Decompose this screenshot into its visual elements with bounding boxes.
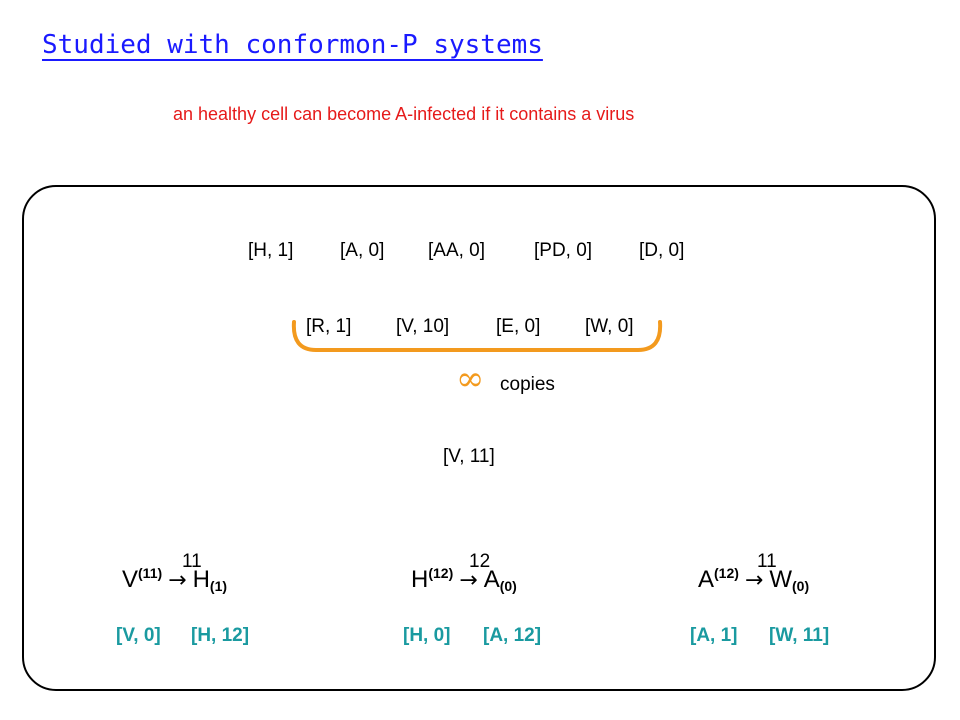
rule-3-to: W	[769, 566, 793, 593]
rule-1-result-a: [V, 0]	[116, 625, 161, 646]
rule-1-from-sup: (11)	[138, 565, 163, 581]
right-arrow-icon: →	[744, 568, 764, 593]
rule-2-number: 12	[469, 551, 491, 572]
rule-2-to: A	[483, 566, 500, 593]
right-arrow-icon: →	[168, 568, 187, 593]
rule-3-from: A	[698, 566, 715, 593]
system-panel	[22, 185, 936, 691]
virus-conformon: [V, 11]	[443, 446, 495, 467]
rule-3: A(12) →W(0)	[698, 565, 809, 594]
infinity-icon: ∞	[456, 359, 485, 399]
conformon-v10: [V, 10]	[396, 316, 450, 337]
rule-1-to: H	[192, 566, 210, 593]
conformon-e0: [E, 0]	[496, 316, 541, 337]
conformon-r1: [R, 1]	[306, 316, 352, 337]
rule-2-from: H	[411, 566, 429, 593]
rule-1-to-sub: (1)	[209, 578, 228, 594]
copies-label: copies	[500, 374, 555, 395]
rule-2: H(12) →A(0)	[411, 565, 517, 594]
conformon-h1: [H, 1]	[248, 240, 294, 261]
rule-1: V(11) →H(1)	[122, 565, 227, 594]
rule-3-to-sub: (0)	[792, 578, 810, 594]
conformon-aa0: [AA, 0]	[428, 240, 486, 261]
rule-3-number: 11	[757, 551, 777, 572]
rule-2-result-b: [A, 12]	[483, 625, 542, 646]
subtitle: an healthy cell can become A-infected if…	[173, 104, 635, 124]
page-title: Studied with conformon-P systems	[42, 30, 543, 60]
rule-1-number: 11	[182, 551, 202, 572]
rule-3-from-sup: (12)	[714, 565, 739, 581]
rule-1-from: V	[122, 566, 139, 593]
multiset-brace	[291, 320, 663, 352]
conformon-w0: [W, 0]	[585, 316, 634, 337]
rule-2-result-a: [H, 0]	[403, 625, 451, 646]
conformon-pd0: [PD, 0]	[534, 240, 593, 261]
rule-1-result-b: [H, 12]	[191, 625, 250, 646]
conformon-a0: [A, 0]	[340, 240, 385, 261]
rule-2-to-sub: (0)	[499, 578, 517, 594]
rule-3-result-b: [W, 11]	[769, 625, 830, 646]
right-arrow-icon: →	[459, 568, 478, 593]
conformon-d0: [D, 0]	[639, 240, 685, 261]
rule-3-result-a: [A, 1]	[690, 625, 738, 646]
rule-2-from-sup: (12)	[428, 565, 454, 581]
